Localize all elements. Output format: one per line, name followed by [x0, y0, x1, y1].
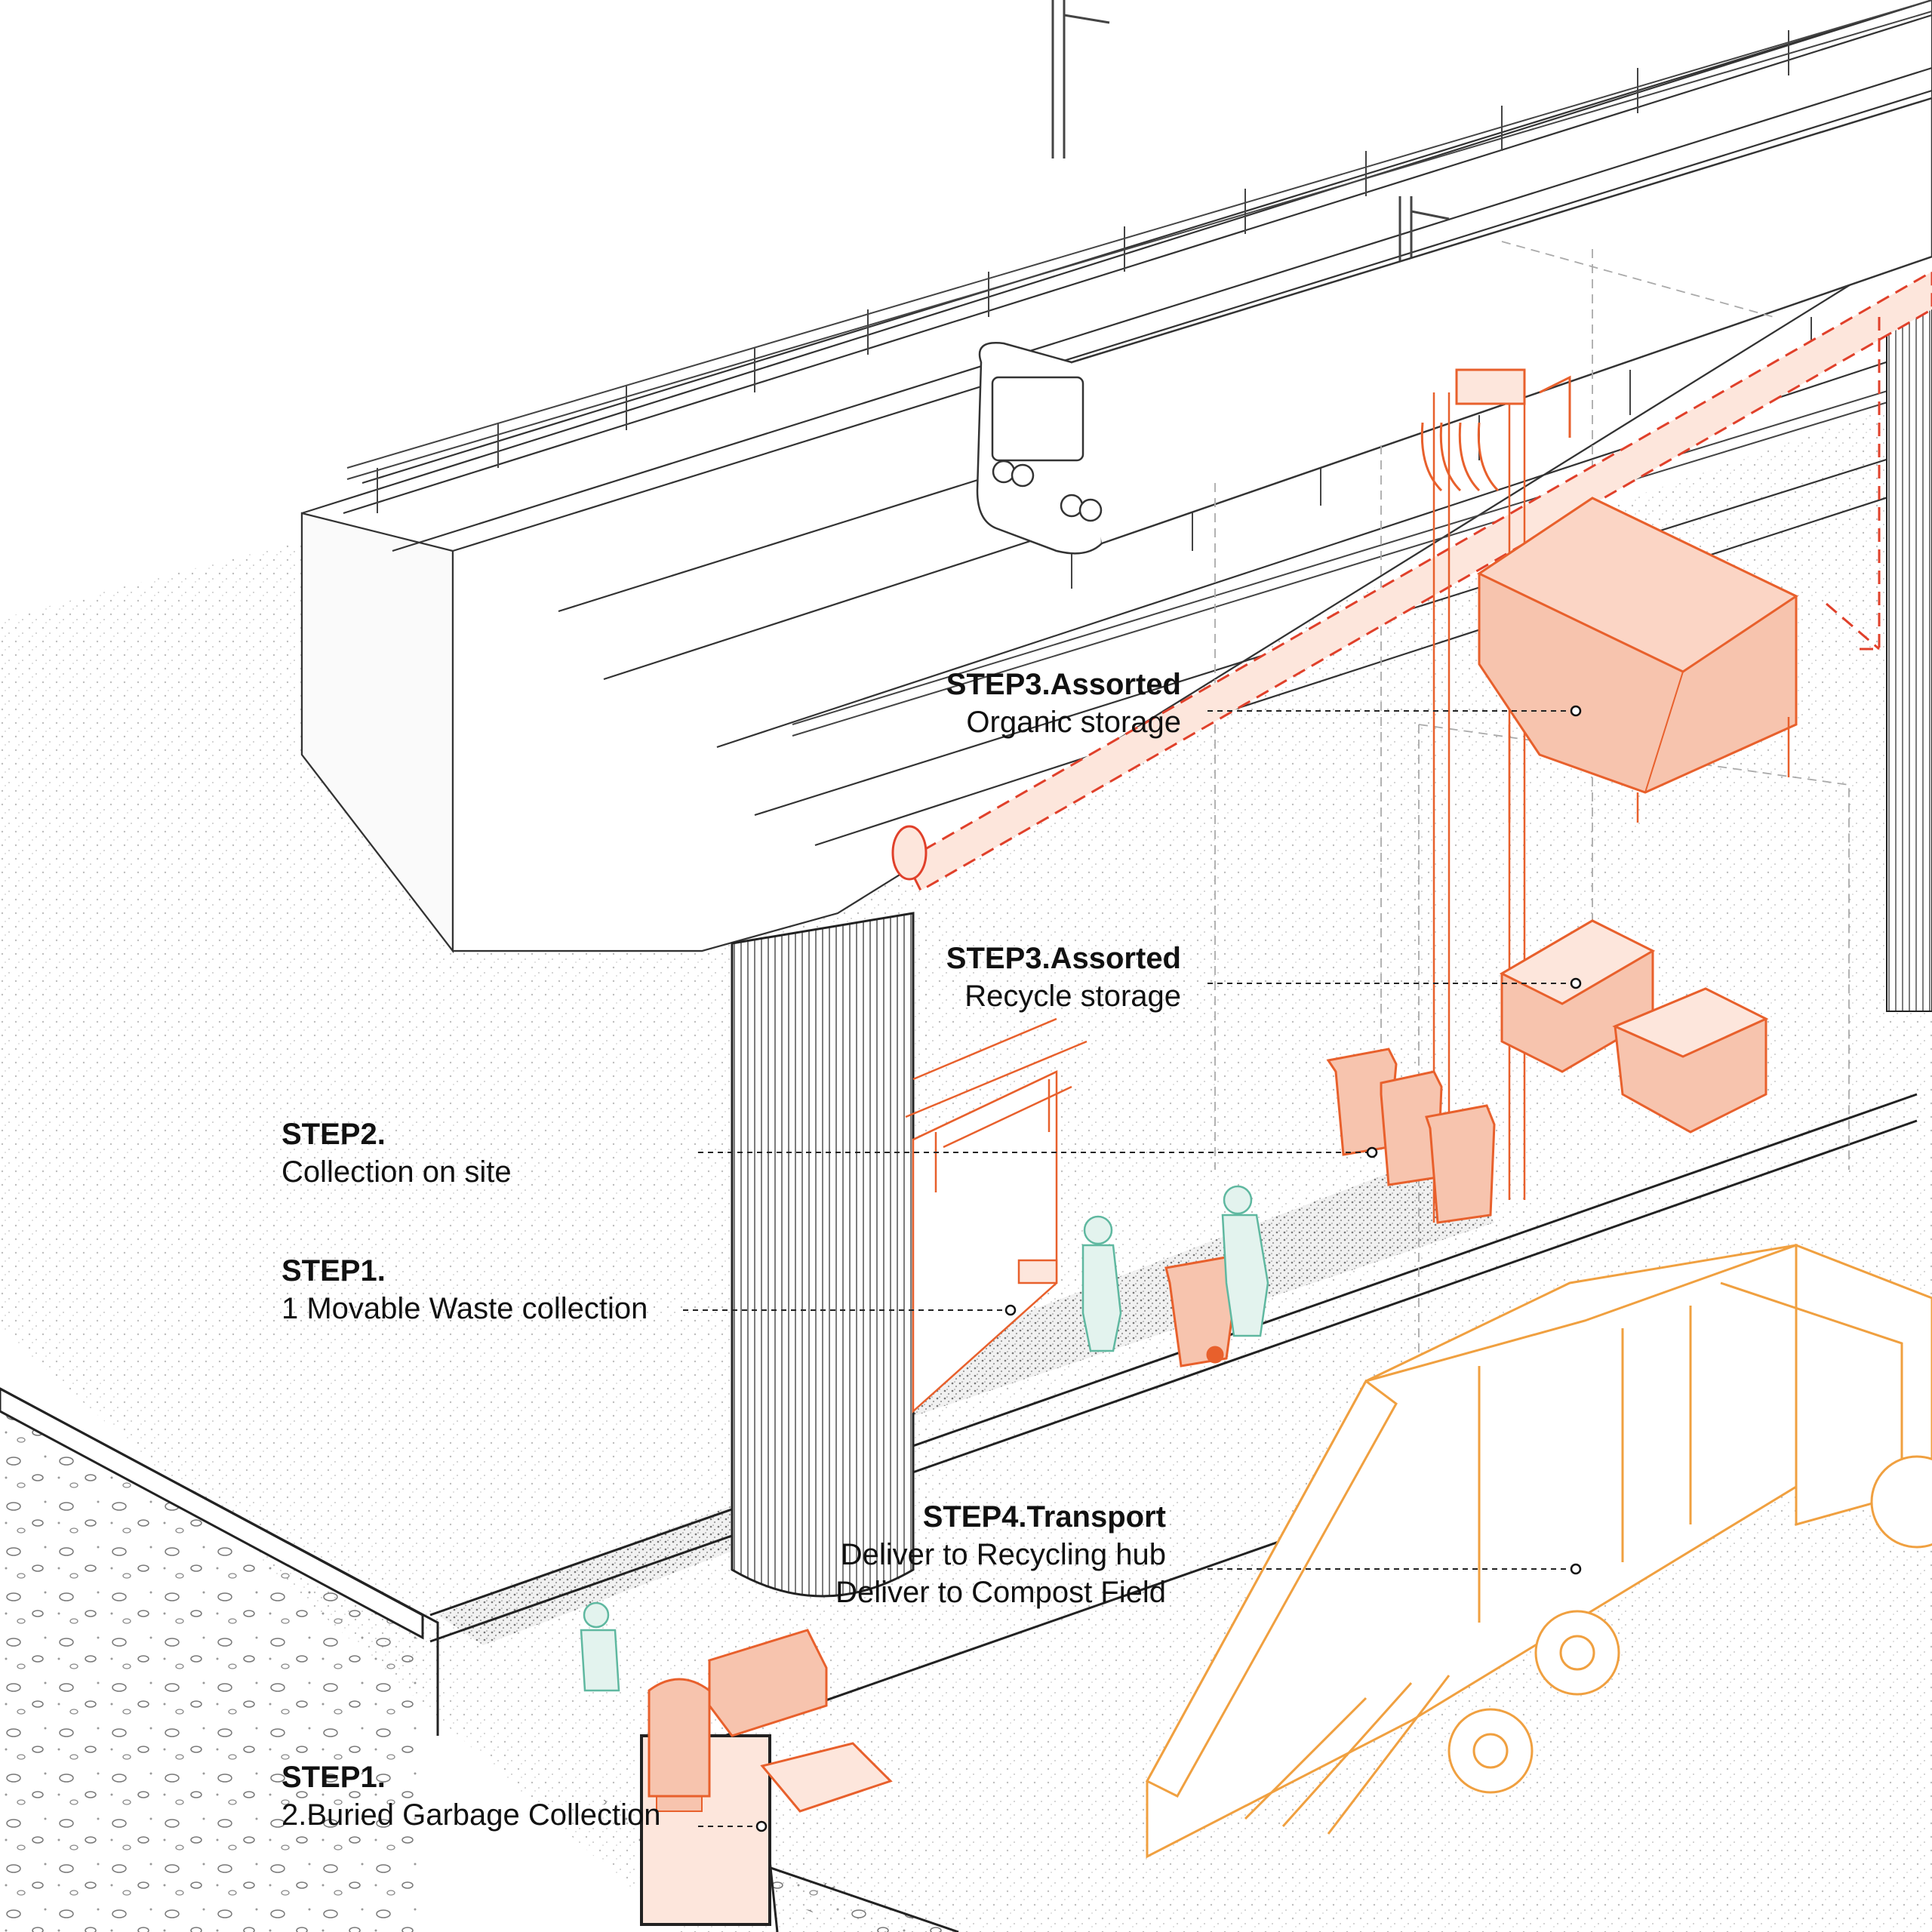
callout-leaders: [683, 710, 1571, 1827]
label-buried-text: 2.Buried Garbage Collection: [281, 1798, 661, 1832]
label-organic-title: STEP3.Assorted: [946, 668, 1181, 701]
label-movable-title: STEP1.: [281, 1254, 386, 1287]
waste-bin-icon: [1164, 1048, 1496, 1367]
callout-dots: [755, 705, 1582, 1832]
label-movable-text: 1 Movable Waste collection: [281, 1292, 648, 1325]
person-icon: [580, 1185, 1269, 1692]
label-transport: STEP4.Transport Deliver to Recycling hub…: [755, 1498, 1166, 1611]
pipe-icon: [891, 270, 1932, 893]
train-icon: [976, 97, 1932, 555]
viaduct-pillar: [731, 301, 1932, 1598]
label-recycle-text: Recycle storage: [964, 980, 1181, 1013]
label-collection-on-site: STEP2. Collection on site: [281, 1115, 512, 1191]
label-collection-text: Collection on site: [281, 1155, 512, 1189]
crane-grab-icon: [1420, 368, 1571, 492]
label-organic-text: Organic storage: [966, 706, 1181, 739]
label-transport-line2: Deliver to Compost Field: [835, 1576, 1166, 1609]
label-buried-garbage: STEP1. 2.Buried Garbage Collection: [281, 1758, 661, 1834]
label-movable-waste: STEP1. 1 Movable Waste collection: [281, 1252, 648, 1327]
storage-container-icon: [1476, 497, 1799, 823]
railing: [346, 0, 1932, 737]
kiosk-icon: [905, 1017, 1088, 1414]
label-recycle-title: STEP3.Assorted: [946, 942, 1181, 975]
label-transport-line1: Deliver to Recycling hub: [840, 1538, 1166, 1571]
label-transport-title: STEP4.Transport: [922, 1500, 1166, 1534]
label-organic-storage: STEP3.Assorted Organic storage: [875, 666, 1181, 741]
recycle-containers: [1499, 919, 1769, 1134]
garbage-truck-icon: [1145, 1243, 1932, 1859]
label-collection-title: STEP2.: [281, 1118, 386, 1151]
buried-bin: [648, 1629, 893, 1813]
label-recycle-storage: STEP3.Assorted Recycle storage: [875, 940, 1181, 1015]
label-buried-title: STEP1.: [281, 1761, 386, 1794]
